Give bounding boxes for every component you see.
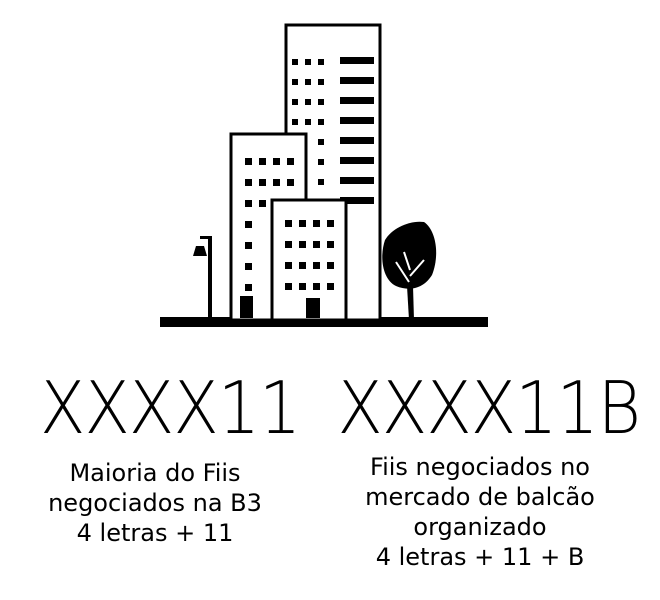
window: [327, 283, 334, 290]
window: [327, 220, 334, 227]
ticker-format-b: XXXX11B: [337, 366, 641, 450]
description-line: 4 letras + 11 + B: [375, 543, 585, 571]
window: [340, 117, 374, 124]
window: [245, 200, 252, 207]
middle-building-door: [240, 296, 253, 318]
window: [273, 158, 280, 165]
window: [287, 179, 294, 186]
window: [340, 177, 374, 184]
window: [259, 179, 266, 186]
window: [245, 284, 252, 291]
window: [287, 158, 294, 165]
window: [285, 283, 292, 290]
window: [327, 241, 334, 248]
window: [340, 97, 374, 104]
description-line: negociados na B3: [48, 489, 262, 517]
description-line: organizado: [413, 513, 547, 541]
window: [340, 157, 374, 164]
window: [340, 57, 374, 64]
window: [340, 197, 374, 204]
description-b: Fiis negociados no mercado de balcão org…: [335, 452, 625, 572]
window: [292, 59, 298, 65]
window: [305, 79, 311, 85]
window: [285, 241, 292, 248]
ground-line: [160, 317, 488, 327]
window: [299, 262, 306, 269]
window: [318, 159, 324, 165]
window: [327, 262, 334, 269]
window: [245, 158, 252, 165]
window: [305, 99, 311, 105]
window: [285, 262, 292, 269]
window: [299, 283, 306, 290]
window: [313, 262, 320, 269]
window: [259, 158, 266, 165]
window: [340, 77, 374, 84]
small-building-windows: [285, 220, 334, 290]
window: [313, 241, 320, 248]
window: [245, 179, 252, 186]
window: [299, 220, 306, 227]
window: [273, 179, 280, 186]
window: [318, 119, 324, 125]
window: [245, 242, 252, 249]
window: [292, 119, 298, 125]
window: [318, 59, 324, 65]
tall-building-windows: [292, 57, 374, 205]
window: [313, 283, 320, 290]
window: [299, 241, 306, 248]
ticker-format-standard: XXXX11: [40, 366, 301, 450]
description-line: Maioria do Fiis: [69, 459, 241, 487]
window: [305, 59, 311, 65]
window: [292, 99, 298, 105]
description-standard: Maioria do Fiis negociados na B3 4 letra…: [10, 458, 300, 548]
window: [305, 119, 311, 125]
city-buildings-icon: [160, 23, 488, 327]
window: [318, 79, 324, 85]
window: [245, 263, 252, 270]
window: [340, 137, 374, 144]
window: [318, 139, 324, 145]
window: [259, 200, 266, 207]
window: [292, 79, 298, 85]
description-line: mercado de balcão: [365, 483, 595, 511]
window: [318, 99, 324, 105]
tree-icon: [382, 221, 437, 320]
window: [285, 220, 292, 227]
small-building-door: [306, 298, 320, 318]
window: [313, 220, 320, 227]
window: [245, 221, 252, 228]
window: [318, 179, 324, 185]
street-lamp-icon: [193, 236, 212, 320]
description-line: Fiis negociados no: [370, 453, 590, 481]
description-line: 4 letras + 11: [76, 519, 234, 547]
